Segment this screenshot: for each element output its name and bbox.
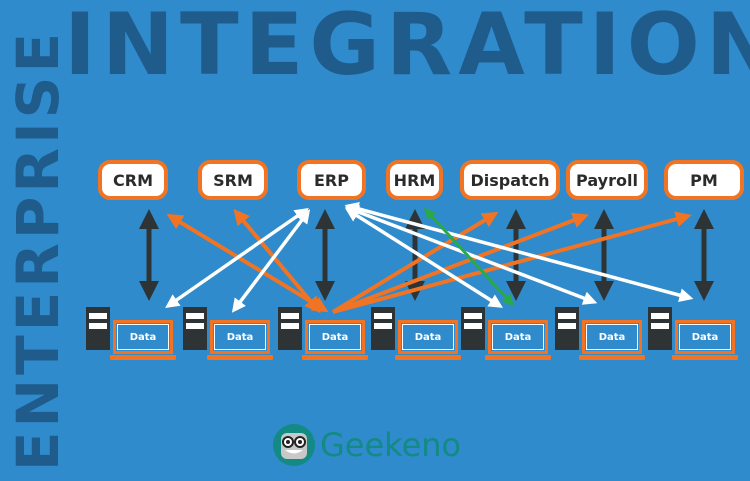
module-srm: SRM [198, 160, 268, 200]
data-label: Data [691, 331, 719, 343]
module-payroll: Payroll [566, 160, 648, 200]
server-icon [278, 307, 302, 350]
module-hrm: HRM [386, 160, 443, 200]
data-label: Data [414, 331, 442, 343]
arrow-orange [332, 212, 589, 314]
arrow-orange [332, 211, 692, 314]
data-label: Data [226, 331, 254, 343]
laptop-base [395, 355, 461, 360]
laptop-base [485, 355, 551, 360]
server-icon [461, 307, 485, 350]
laptop-base [207, 355, 273, 360]
data-label: Data [504, 331, 532, 343]
data-label: Data [129, 331, 157, 343]
arrow-green [423, 207, 515, 307]
server-icon [183, 307, 207, 350]
arrow-white [165, 208, 309, 308]
data-laptop: Data [398, 320, 458, 354]
arrow-orange [233, 208, 321, 314]
data-laptop: Data [305, 320, 365, 354]
server-icon [86, 307, 110, 350]
robot-mascot-icon [273, 424, 315, 466]
data-label: Data [598, 331, 626, 343]
data-label: Data [321, 331, 349, 343]
module-pm: PM [664, 160, 744, 200]
title: INTEGRATION [64, 0, 750, 95]
laptop-base [302, 355, 368, 360]
brand-name: Geekeno [320, 426, 462, 464]
laptop-base [579, 355, 645, 360]
laptop-base [110, 355, 176, 360]
module-crm: CRM [98, 160, 168, 200]
arrow-white [231, 209, 311, 313]
server-icon [648, 307, 672, 350]
module-erp: ERP [297, 160, 366, 200]
laptop-base [672, 355, 738, 360]
data-laptop: Data [210, 320, 270, 354]
arrow-orange [166, 213, 329, 313]
arrow-white [344, 201, 694, 303]
module-dispatch: Dispatch [460, 160, 560, 200]
server-icon [371, 307, 395, 350]
server-icon [555, 307, 579, 350]
brand-logo: Geekeno [272, 423, 461, 467]
data-laptop: Data [488, 320, 548, 354]
data-laptop: Data [582, 320, 642, 354]
data-laptop: Data [113, 320, 173, 354]
data-laptop: Data [675, 320, 735, 354]
